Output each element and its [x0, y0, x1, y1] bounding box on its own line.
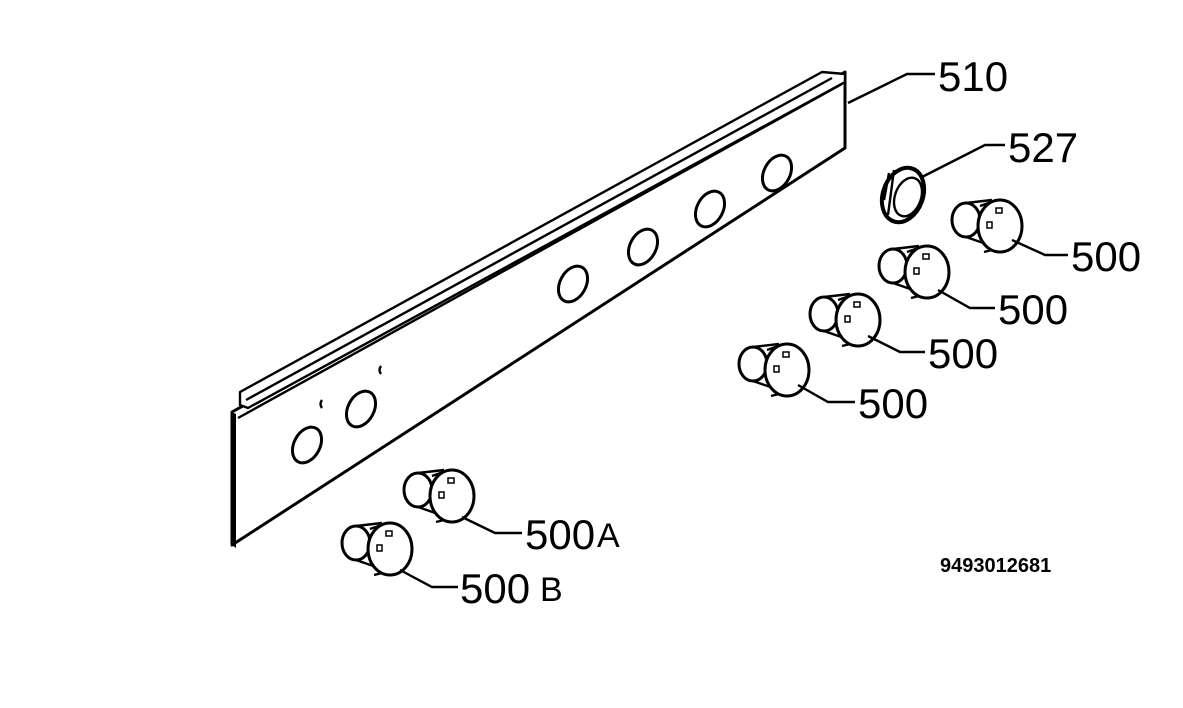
control-panel-510	[230, 70, 847, 548]
ring-527	[879, 165, 927, 225]
leader-lines	[399, 72, 1068, 589]
knob-500-3	[808, 292, 882, 348]
label-510: 510	[938, 53, 1008, 100]
knob-500B	[340, 521, 414, 577]
label-500-4: 500	[858, 380, 928, 427]
label-500-3: 500	[928, 330, 998, 377]
label-500A-suffix: A	[597, 517, 620, 555]
label-500B-suffix: B	[540, 571, 563, 609]
knob-500-4	[737, 342, 811, 398]
label-500-1: 500	[1071, 233, 1141, 280]
panel-holes	[290, 153, 794, 465]
label-500-2: 500	[998, 286, 1068, 333]
knob-500-1	[950, 198, 1024, 254]
label-500B-number: 500	[460, 565, 530, 612]
label-527: 527	[1008, 124, 1078, 171]
knob-500A	[402, 468, 476, 524]
label-500A-number: 500	[525, 511, 595, 558]
document-code: 9493012681	[940, 555, 1051, 577]
